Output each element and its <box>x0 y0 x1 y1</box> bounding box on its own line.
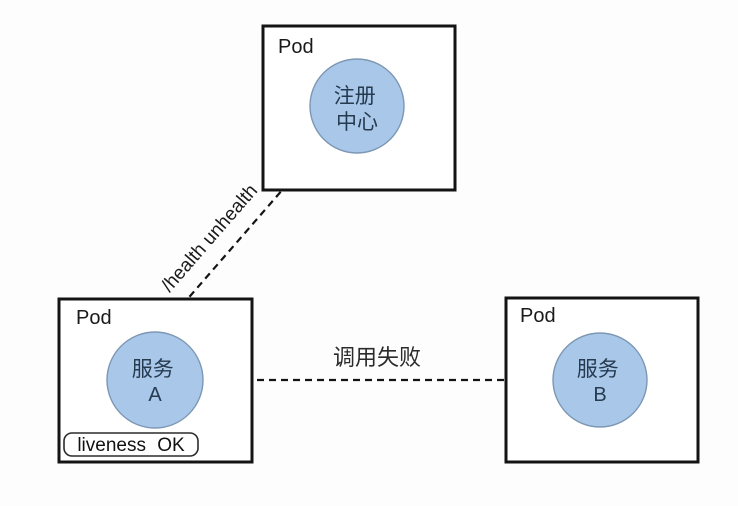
registry-node-circle <box>309 58 405 154</box>
pod-service-a-label: Pod <box>76 307 112 329</box>
liveness-badge-label: liveness OK <box>77 435 185 456</box>
service-a-node-line1: 服务 <box>132 357 174 381</box>
registry-node-line2: 中心 <box>336 110 378 134</box>
call-failure-arrow-label: 调用失败 <box>333 345 421 370</box>
registry-node-line1: 注册 <box>334 84 376 108</box>
service-b-node-text: 服务 B <box>577 357 623 406</box>
service-a-node-text: 服务 A <box>132 357 178 406</box>
service-b-node-line1: 服务 <box>577 357 619 381</box>
pod-registry-label: Pod <box>278 36 314 58</box>
pod-service-a: Pod 服务 A liveness OK <box>57 297 254 464</box>
pod-service-b-label: Pod <box>520 305 556 327</box>
health-check-arrow-label: /health unhealth <box>158 180 263 296</box>
service-b-node-circle <box>552 332 648 428</box>
service-a-node-line2: A <box>148 384 162 406</box>
pod-service-b: Pod 服务 B <box>504 296 700 464</box>
pod-registry: Pod 注册 中心 <box>261 24 457 192</box>
service-a-node-circle <box>106 331 204 429</box>
registry-node-text: 注册 中心 <box>334 84 380 134</box>
service-b-node-line2: B <box>593 384 606 406</box>
liveness-badge <box>63 432 199 457</box>
